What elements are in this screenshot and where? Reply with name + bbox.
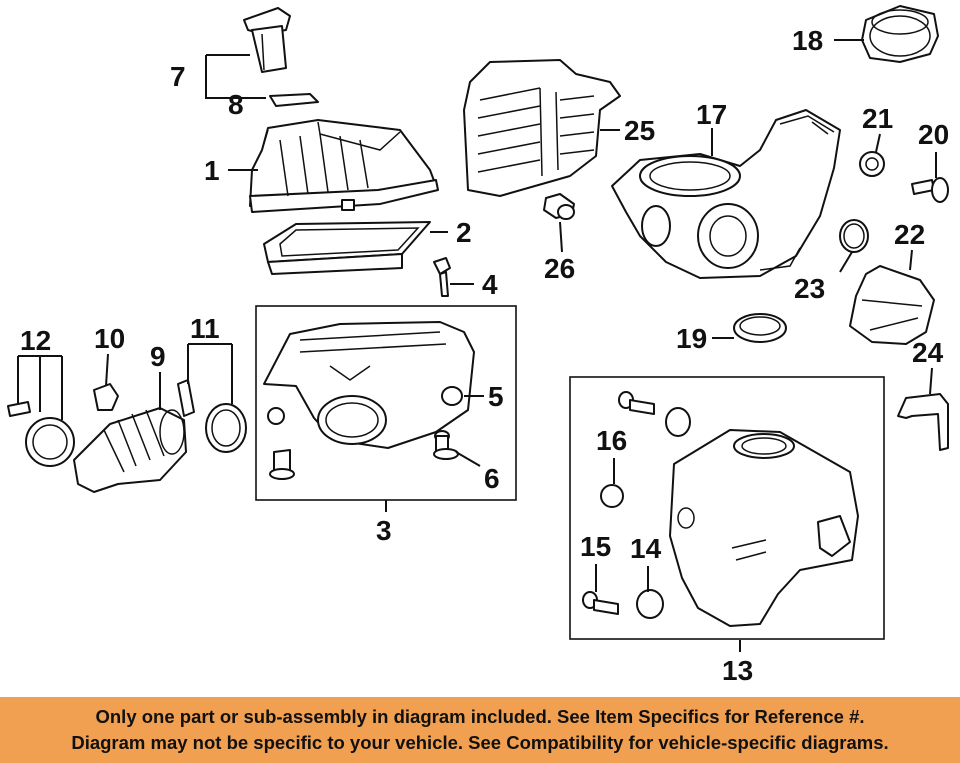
- part-18-seal-ring: [861, 5, 939, 63]
- part-3-lower-air-cleaner-case: [263, 321, 475, 449]
- part-23-o-ring: [839, 219, 869, 253]
- part-6-bolt: [433, 430, 459, 460]
- part-14-grommet-top: [665, 407, 691, 437]
- part-4-clip: [433, 257, 451, 297]
- disclaimer-banner: Only one part or sub-assembly in diagram…: [0, 697, 960, 763]
- callout-7: 7: [170, 61, 186, 92]
- diagram-svg: 7 8 1 2 4 25 26 17 18 21 20 22 23 19 24 …: [7, 5, 949, 686]
- callout-10: 10: [94, 323, 125, 354]
- part-10-clip: [93, 383, 119, 411]
- callout-16: 16: [596, 425, 627, 456]
- part-3-grommets: [267, 407, 295, 480]
- callout-21: 21: [862, 103, 893, 134]
- callout-18: 18: [792, 25, 823, 56]
- part-22-boot: [849, 265, 935, 345]
- part-9-intake-hose: [73, 407, 187, 493]
- callout-1: 1: [204, 155, 220, 186]
- callout-26: 26: [544, 253, 575, 284]
- part-8-gasket: [269, 93, 319, 107]
- disclaimer-line-1: Only one part or sub-assembly in diagram…: [95, 706, 865, 727]
- callout-20: 20: [918, 119, 949, 150]
- callout-23: 23: [794, 273, 825, 304]
- part-19-clamp-ring: [733, 313, 787, 343]
- callout-22: 22: [894, 219, 925, 250]
- callout-25: 25: [624, 115, 655, 146]
- part-15-bolt: [582, 591, 619, 615]
- part-24-bracket: [897, 393, 949, 451]
- callout-19: 19: [676, 323, 707, 354]
- part-26-bolt: [543, 193, 575, 220]
- part-16-grommet: [600, 484, 624, 508]
- callout-9: 9: [150, 341, 166, 372]
- part-2-air-filter-element: [263, 221, 431, 275]
- part-5-grommet: [441, 386, 463, 406]
- part-7-mass-airflow-sensor: [243, 7, 291, 73]
- callout-12: 12: [20, 325, 51, 356]
- callout-17: 17: [696, 99, 727, 130]
- part-15-bolt-top: [618, 391, 655, 415]
- part-20-bolt: [911, 177, 949, 203]
- part-13-resonator-chamber: [669, 429, 859, 627]
- callout-4: 4: [482, 269, 498, 300]
- callout-5: 5: [488, 381, 504, 412]
- callout-3: 3: [376, 515, 392, 546]
- part-17-intake-resonator: [611, 109, 841, 279]
- part-14-grommet: [636, 589, 664, 619]
- part-11-hose-clamp: [177, 379, 247, 453]
- callout-6: 6: [484, 463, 500, 494]
- part-21-grommet: [859, 151, 885, 177]
- sub-assembly-3: [255, 305, 517, 501]
- callout-labels: 7 8 1 2 4 25 26 17 18 21 20 22 23 19 24 …: [20, 25, 949, 686]
- part-12-hose-clamp: [7, 401, 75, 467]
- callout-8: 8: [228, 89, 244, 120]
- callout-2: 2: [456, 217, 472, 248]
- part-25-intake-duct: [463, 59, 621, 197]
- callout-14: 14: [630, 533, 662, 564]
- disclaimer-line-2: Diagram may not be specific to your vehi…: [71, 732, 889, 753]
- callout-24: 24: [912, 337, 944, 368]
- callout-11: 11: [190, 313, 220, 344]
- leader-lines: [17, 39, 937, 652]
- part-1-air-cleaner-upper-cover: [249, 119, 439, 213]
- callout-15: 15: [580, 531, 611, 562]
- sub-assembly-13: [569, 376, 885, 640]
- callout-13: 13: [722, 655, 753, 686]
